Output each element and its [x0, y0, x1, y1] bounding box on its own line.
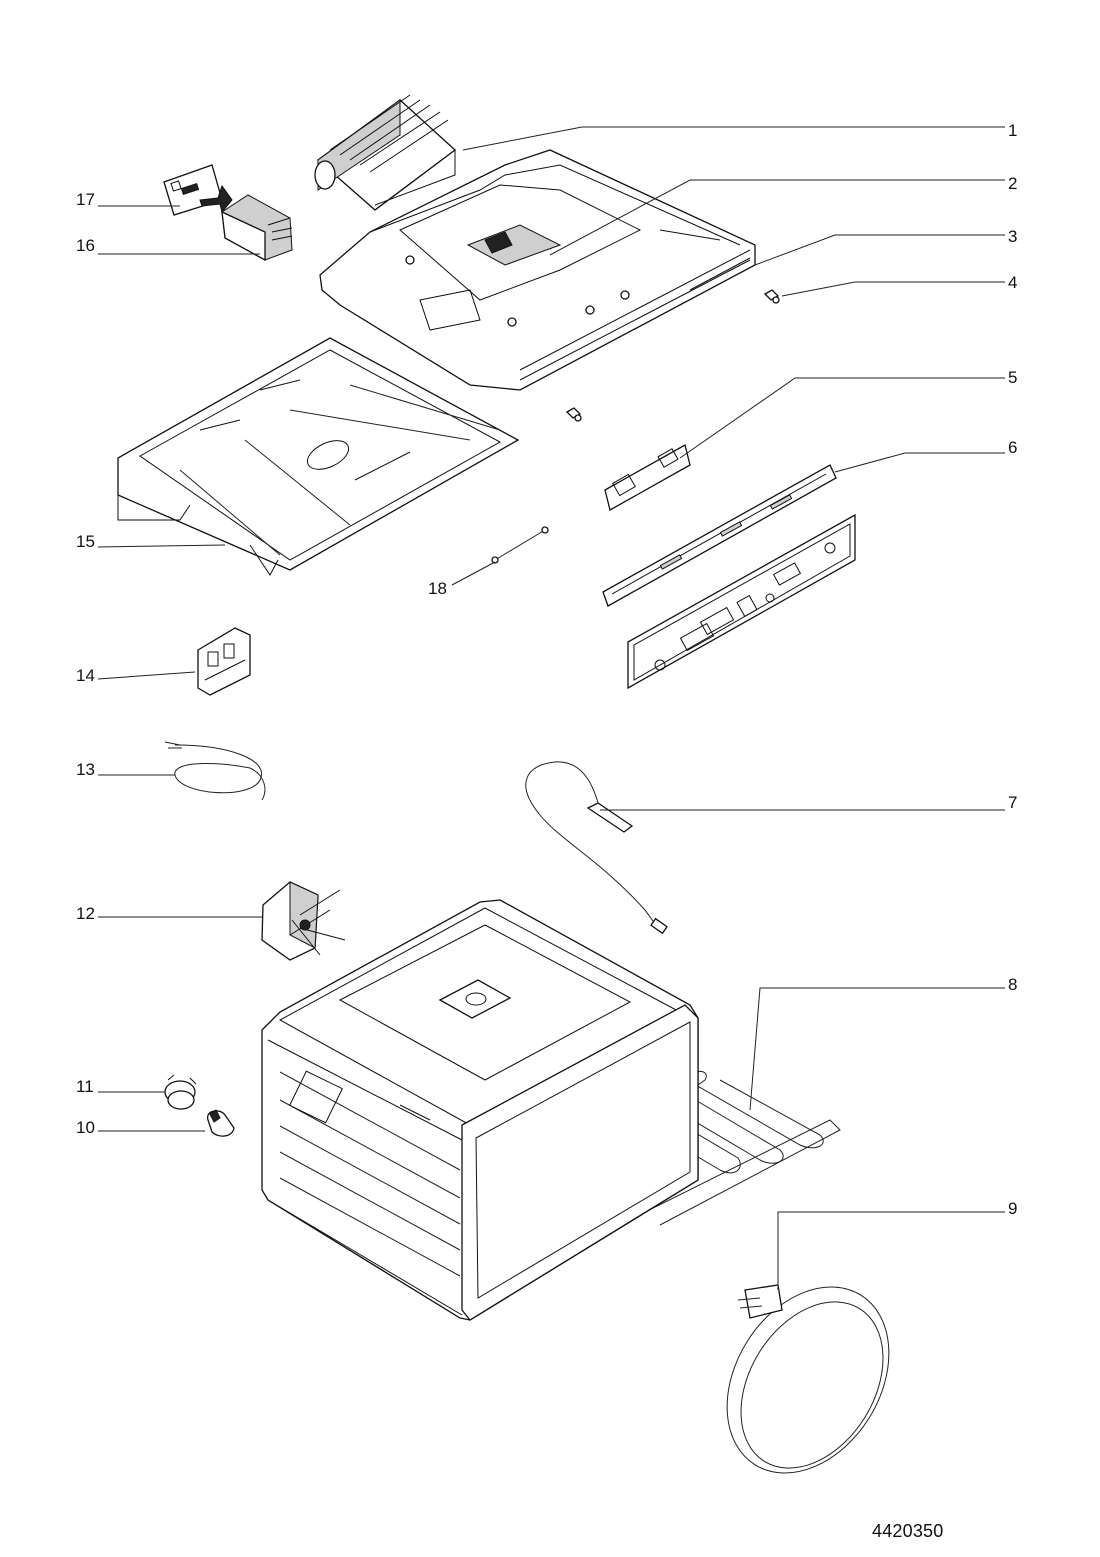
callout-1: 1 — [1008, 121, 1017, 140]
part-probe-sensor — [525, 761, 668, 935]
part-circular-element — [726, 1284, 890, 1474]
callout-13: 13 — [76, 760, 95, 779]
part-display-board — [604, 444, 691, 511]
part-control-rail — [602, 464, 837, 607]
part-clip-4 — [763, 289, 780, 304]
callout-6: 6 — [1008, 438, 1017, 457]
callout-17: 17 — [76, 190, 95, 209]
callout-16: 16 — [76, 236, 95, 255]
part-tangential-fan — [314, 94, 457, 211]
callout-7: 7 — [1008, 793, 1017, 812]
leader-lines — [97, 126, 1005, 1290]
part-oven-cavity — [261, 899, 699, 1321]
part-clip-loose — [565, 407, 582, 422]
document-number: 4420350 — [872, 1521, 944, 1541]
callout-14: 14 — [76, 666, 95, 685]
callout-15: 15 — [76, 532, 95, 551]
callout-4: 4 — [1008, 273, 1017, 292]
callout-labels: 1 2 3 4 5 6 7 8 9 10 11 12 13 14 15 16 1… — [76, 121, 1017, 1218]
part-control-housing — [319, 149, 756, 391]
part-lamp-bulb — [207, 1109, 235, 1137]
part-lamp-holder — [164, 1074, 197, 1110]
part-base-frame — [117, 337, 520, 576]
callout-12: 12 — [76, 904, 95, 923]
callout-11: 11 — [76, 1077, 94, 1096]
callout-5: 5 — [1008, 368, 1017, 387]
callout-2: 2 — [1008, 174, 1017, 193]
callout-18: 18 — [428, 579, 447, 598]
callout-3: 3 — [1008, 227, 1017, 246]
part-fan-motor — [261, 881, 346, 961]
part-power-cable — [164, 741, 266, 801]
part-label-plate — [163, 164, 233, 216]
callout-9: 9 — [1008, 1199, 1017, 1218]
callout-8: 8 — [1008, 975, 1017, 994]
callout-10: 10 — [76, 1118, 95, 1137]
part-terminal-block — [197, 627, 251, 696]
part-wire-link — [491, 526, 549, 564]
part-front-panel — [627, 513, 856, 690]
part-grease-filter — [221, 194, 293, 262]
